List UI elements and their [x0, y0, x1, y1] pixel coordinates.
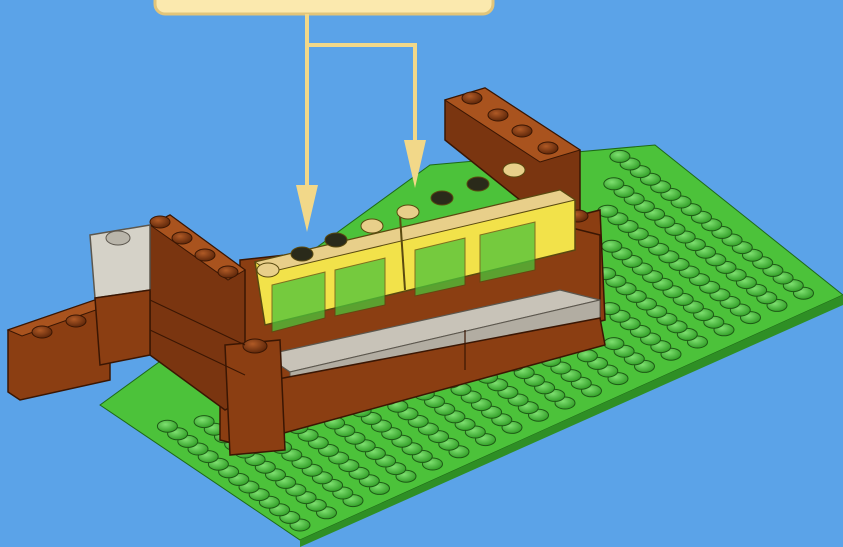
- baseplate-stud: [194, 416, 214, 428]
- stud: [106, 231, 130, 245]
- stud: [431, 191, 453, 205]
- stud: [66, 315, 86, 327]
- baseplate-stud: [604, 338, 624, 350]
- stud: [397, 205, 419, 219]
- stud: [195, 249, 215, 261]
- stud: [172, 232, 192, 244]
- stud: [361, 219, 383, 233]
- stud: [291, 247, 313, 261]
- gray-corner-brick: [90, 225, 150, 365]
- stud: [503, 163, 525, 177]
- stud: [257, 263, 279, 277]
- stud: [325, 233, 347, 247]
- baseplate-stud: [157, 420, 177, 432]
- callout-box: [155, 0, 493, 14]
- stud: [488, 109, 508, 121]
- stud: [32, 326, 52, 338]
- stud: [538, 142, 558, 154]
- stud: [467, 177, 489, 191]
- front-left-pillar: [225, 340, 285, 455]
- baseplate-stud: [602, 240, 622, 252]
- stud: [218, 266, 238, 278]
- stud: [462, 92, 482, 104]
- stud: [512, 125, 532, 137]
- baseplate-stud: [604, 178, 624, 190]
- stud: [243, 339, 267, 353]
- stud: [150, 216, 170, 228]
- baseplate-stud: [610, 150, 630, 162]
- corner-column-lower: [95, 290, 150, 365]
